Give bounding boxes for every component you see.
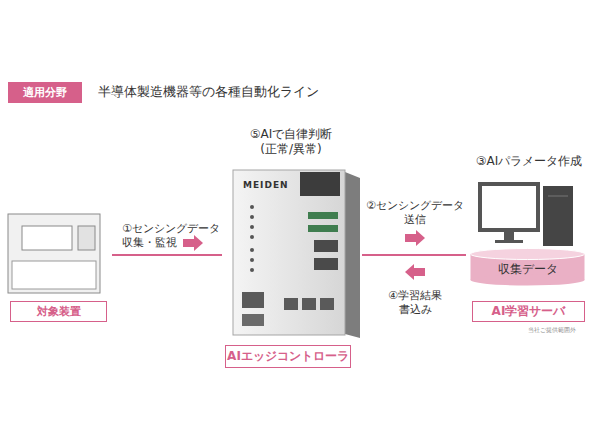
pc-tower	[543, 186, 573, 246]
display	[308, 225, 338, 232]
title-text: 半導体製造機器等の各種自動化ライン	[98, 84, 319, 100]
cylinder-bottom	[471, 275, 585, 286]
annotation-label: ⑤AIで自律判断 (正常/異常)	[235, 127, 347, 157]
node-text: AI学習サーバ	[472, 301, 585, 322]
serial-port	[314, 258, 338, 270]
node-text: AIエッジコントローラ	[225, 345, 351, 368]
lan-port	[320, 298, 334, 310]
controller-illustration	[233, 170, 360, 338]
controller-side	[345, 172, 360, 338]
connector-line	[362, 254, 466, 256]
edge-label: ④学習結果 書込み	[375, 289, 455, 317]
monitor-frame	[478, 182, 540, 232]
port	[242, 314, 264, 326]
connector	[362, 255, 466, 280]
node-text: 対象装置	[10, 301, 107, 322]
controller-body	[233, 170, 345, 335]
port	[242, 292, 264, 308]
lan-port	[284, 298, 298, 310]
led	[250, 205, 254, 209]
arrow-head	[405, 230, 425, 246]
edge-controller: AIエッジコントローラ	[222, 165, 362, 368]
connector	[362, 230, 466, 255]
computer-illustration	[478, 182, 573, 246]
arrow-head	[183, 235, 203, 251]
serial-port	[314, 240, 338, 252]
led	[250, 235, 254, 239]
controller-connector	[300, 172, 340, 196]
machine-panel	[78, 226, 95, 250]
led	[250, 248, 254, 252]
annotation-label: ③AIパラメータ作成	[468, 154, 590, 169]
category-badge: 適用分野	[8, 82, 82, 103]
led	[250, 225, 254, 229]
annotation-label: 当社ご提供範囲外	[528, 326, 576, 334]
lan-port	[302, 298, 316, 310]
monitor-stand	[504, 232, 514, 240]
annotation-label: MEIDEN	[243, 180, 289, 191]
monitor-screen	[482, 186, 536, 228]
display	[308, 212, 338, 219]
target-equipment: 対象装置	[5, 210, 112, 322]
machine-illustration	[8, 214, 100, 293]
monitor-base	[495, 240, 523, 243]
edge-label: ②センシングデータ 送信	[360, 199, 470, 227]
machine-screen	[22, 226, 72, 250]
connector-line	[112, 254, 222, 256]
pc-slot	[548, 196, 568, 197]
arrow-head	[405, 264, 425, 280]
led	[250, 268, 254, 272]
learning-server: AI学習サーバ 収集データ	[466, 178, 588, 324]
edge-label: ①センシングデータ 収集・監視	[122, 222, 234, 250]
cylinder-top	[471, 249, 585, 260]
machine-body	[8, 214, 100, 293]
led	[250, 258, 254, 262]
node-text: 収集データ	[470, 262, 585, 277]
machine-lower-panel	[12, 261, 96, 289]
led	[250, 215, 254, 219]
data-store-cylinder: 収集データ	[470, 248, 585, 286]
connector-line	[362, 254, 466, 256]
node-text: 適用分野	[8, 82, 82, 103]
